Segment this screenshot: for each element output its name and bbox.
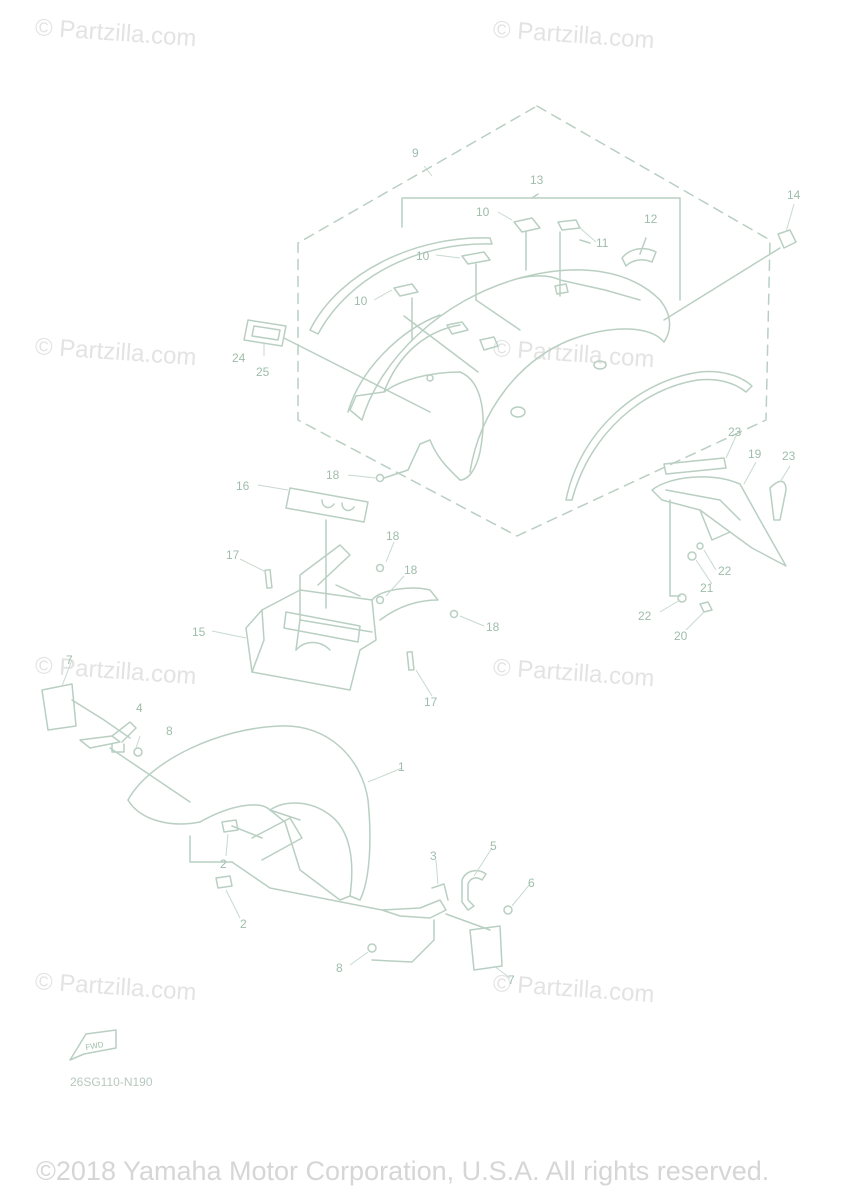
callout-20: 20 <box>674 629 688 643</box>
taillight-bracket <box>245 544 439 691</box>
callout-4: 4 <box>136 701 143 715</box>
callout-22a: 22 <box>718 564 732 578</box>
callout-21: 21 <box>700 581 714 595</box>
plate-16 <box>285 487 369 523</box>
copyright-notice: ©2018 Yamaha Motor Corporation, U.S.A. A… <box>36 1156 770 1186</box>
callout-25: 25 <box>256 365 270 379</box>
callout-10a: 10 <box>476 205 490 219</box>
callout-23b: 23 <box>782 449 796 463</box>
rear-fender <box>347 269 671 481</box>
assembly-boundary <box>297 105 771 537</box>
callout-14: 14 <box>787 188 801 202</box>
callout-16: 16 <box>236 479 250 493</box>
callout-18b: 18 <box>386 529 400 543</box>
callout-6: 6 <box>528 876 535 890</box>
fwd-label: FWD <box>85 1040 105 1052</box>
fwd-arrow-icon <box>69 1029 117 1061</box>
bracket-3 <box>381 899 447 919</box>
callout-7b: 7 <box>508 973 515 987</box>
callout-24: 24 <box>232 351 246 365</box>
reflector-7-left <box>41 683 77 731</box>
diagram-code: 26SG110-N190 <box>70 1075 153 1089</box>
front-fender <box>127 725 371 901</box>
callout-5: 5 <box>490 839 497 853</box>
fender-trim-left <box>309 237 493 335</box>
callout-18c: 18 <box>404 563 418 577</box>
callout-13: 13 <box>530 173 544 187</box>
callout-1: 1 <box>398 760 405 774</box>
callout-7a: 7 <box>66 653 73 667</box>
callout-18a: 18 <box>326 468 340 482</box>
callout-17b: 17 <box>424 695 438 709</box>
callout-18d: 18 <box>486 620 500 634</box>
callout-10b: 10 <box>416 249 430 263</box>
bracket-4 <box>79 735 121 749</box>
reflector-7-right <box>469 925 503 971</box>
bracket-14 <box>777 229 797 249</box>
callout-22b: 22 <box>638 609 652 623</box>
callout-8a: 8 <box>166 724 173 738</box>
fender-trim-right <box>565 370 753 501</box>
bracket-5 <box>461 869 487 911</box>
light-unit <box>651 457 787 597</box>
callout-3: 3 <box>430 849 437 863</box>
callout-2b: 2 <box>240 917 247 931</box>
callout-9: 9 <box>412 146 419 160</box>
reflector-24 <box>243 319 287 347</box>
callout-8b: 8 <box>336 961 343 975</box>
callout-17a: 17 <box>226 548 240 562</box>
callout-12: 12 <box>644 212 658 226</box>
callout-10c: 10 <box>354 294 368 308</box>
callout-23a: 23 <box>728 425 742 439</box>
emblem <box>621 247 657 267</box>
callout-11: 11 <box>596 236 609 250</box>
callout-19: 19 <box>748 447 762 461</box>
callout-15: 15 <box>192 625 206 639</box>
callout-2a: 2 <box>220 857 227 871</box>
